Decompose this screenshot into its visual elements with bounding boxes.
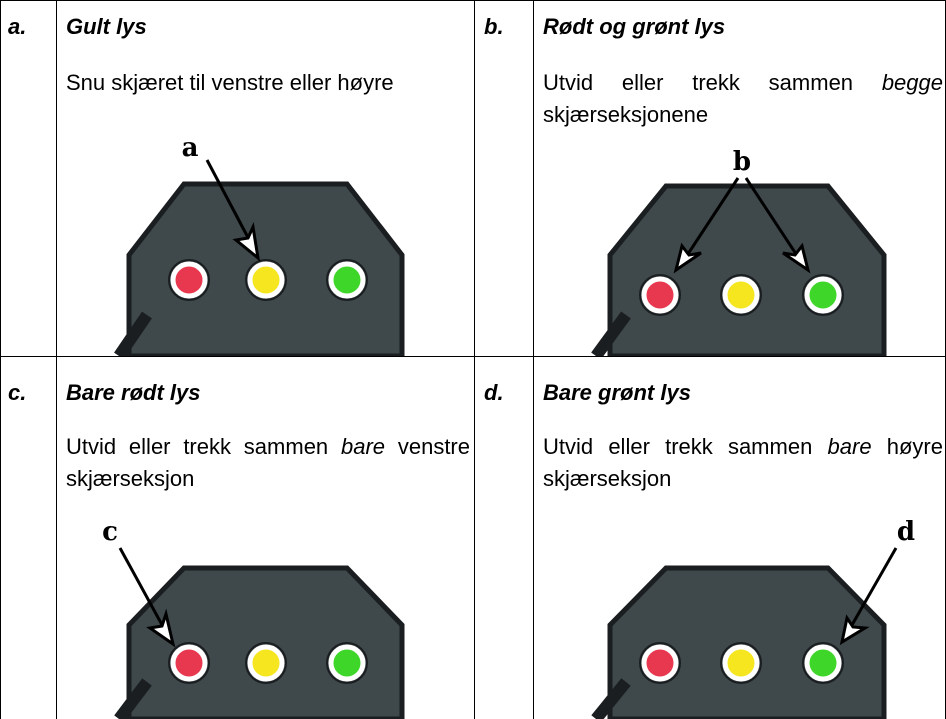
- yellow-light-icon: [722, 644, 760, 682]
- cell-a-letter: a.: [8, 14, 27, 39]
- cell-d-illustration: d: [534, 510, 945, 719]
- cell-d-description: Utvid eller trekk sammen bare høyre skjæ…: [543, 434, 943, 491]
- table-column-divider: [533, 0, 534, 719]
- control-panel-body: [607, 183, 887, 356]
- callout-a: a: [182, 133, 199, 163]
- red-light-icon: [641, 644, 679, 682]
- green-light-icon: [328, 644, 366, 682]
- control-cable: [591, 678, 631, 719]
- cell-a-title: Gult lys: [66, 14, 147, 39]
- cell-d-letter: d.: [484, 380, 504, 405]
- cell-b-description: Utvid eller trekk sammen begge skjærseks…: [543, 70, 943, 127]
- green-light-icon: [804, 276, 842, 314]
- arrow-icon: [782, 242, 811, 274]
- cell-a-description: Snu skjæret til venstre eller høyre: [66, 70, 394, 95]
- cell-d-title: Bare grønt lys: [543, 380, 691, 405]
- callout-c: c: [102, 517, 118, 547]
- green-light-icon: [804, 644, 842, 682]
- cell-a-illustration: a: [57, 130, 474, 356]
- red-light-icon: [170, 261, 208, 299]
- control-cable: [114, 311, 152, 356]
- cell-b-letter: b.: [484, 14, 504, 39]
- arrow-icon: [146, 608, 176, 648]
- table-column-divider: [56, 0, 57, 719]
- control-cable: [591, 311, 631, 356]
- yellow-light-icon: [722, 276, 760, 314]
- cell-c-title: Bare rødt lys: [66, 380, 201, 405]
- table-row-divider: [0, 356, 946, 357]
- green-light-icon: [328, 261, 366, 299]
- table-column-divider: [474, 0, 475, 719]
- arrow-icon: [232, 221, 261, 262]
- table-border-left: [0, 0, 1, 719]
- cell-c-letter: c.: [8, 380, 27, 405]
- arrow-icon: [839, 614, 870, 646]
- cell-c-illustration: c: [57, 510, 474, 719]
- table-border-top: [0, 0, 946, 1]
- red-light-icon: [170, 644, 208, 682]
- yellow-light-icon: [247, 261, 285, 299]
- yellow-light-icon: [247, 644, 285, 682]
- cell-b-title: Rødt og grønt lys: [543, 14, 726, 39]
- callout-b: b: [733, 147, 751, 177]
- red-light-icon: [641, 276, 679, 314]
- control-cable: [114, 678, 152, 719]
- arrow-icon: [673, 242, 702, 274]
- cell-b-illustration: b: [534, 140, 945, 356]
- cell-c-description: Utvid eller trekk sammen bare venstre sk…: [66, 434, 470, 491]
- callout-d: d: [897, 517, 915, 547]
